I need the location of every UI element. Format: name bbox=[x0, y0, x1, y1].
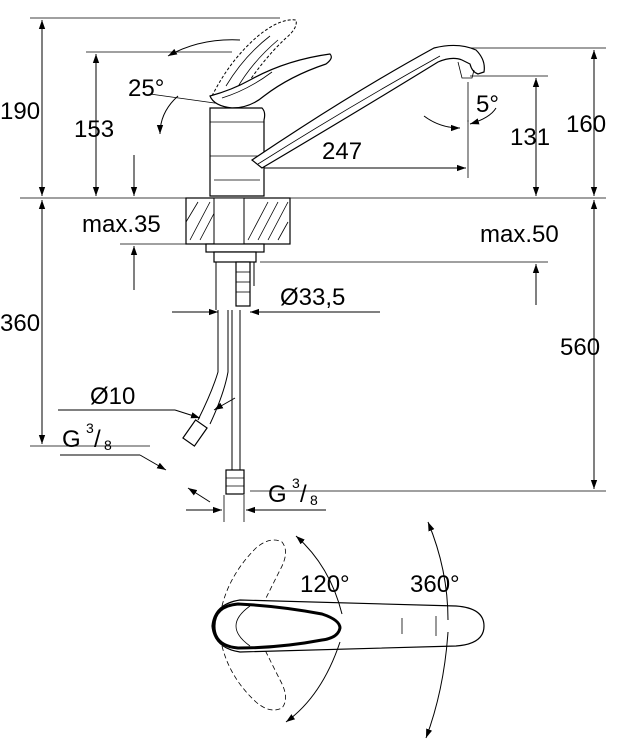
label-lever-angle: 25° bbox=[128, 75, 164, 102]
label-thread-left: G 3 / 8 bbox=[62, 420, 112, 453]
label-max-thickness-left: max.35 bbox=[82, 211, 161, 238]
label-hose-diameter: Ø10 bbox=[90, 383, 135, 410]
label-bore-diameter: Ø33,5 bbox=[280, 284, 345, 311]
label-under-counter-right: 560 bbox=[560, 334, 600, 361]
dimension-lines bbox=[20, 17, 606, 522]
label-outlet-height: 131 bbox=[510, 124, 550, 151]
svg-text:G: G bbox=[62, 426, 81, 453]
svg-text:/: / bbox=[300, 481, 307, 508]
faucet-side-view bbox=[182, 19, 485, 495]
label-lever-swing: 120° bbox=[300, 571, 350, 598]
label-total-height: 190 bbox=[0, 98, 40, 125]
label-spout-reach: 247 bbox=[322, 138, 362, 165]
label-thread-right: G 3 / 8 bbox=[268, 475, 318, 508]
label-spout-angle: 5° bbox=[476, 91, 499, 118]
label-spout-swing: 360° bbox=[410, 571, 460, 598]
faucet-top-view bbox=[211, 521, 485, 739]
label-max-thickness-right: max.50 bbox=[480, 221, 559, 248]
svg-text:G: G bbox=[268, 481, 287, 508]
label-spout-height: 160 bbox=[566, 111, 606, 138]
countertop-section bbox=[185, 197, 291, 245]
label-under-counter-left: 360 bbox=[0, 310, 40, 337]
svg-text:8: 8 bbox=[310, 492, 318, 508]
svg-text:/: / bbox=[94, 426, 101, 453]
svg-text:8: 8 bbox=[104, 437, 112, 453]
dimension-labels: 190 153 25° 247 5° 131 160 max.35 max.50… bbox=[0, 75, 606, 598]
svg-text:3: 3 bbox=[86, 420, 94, 436]
label-lever-height: 153 bbox=[74, 116, 114, 143]
svg-text:3: 3 bbox=[292, 475, 300, 491]
